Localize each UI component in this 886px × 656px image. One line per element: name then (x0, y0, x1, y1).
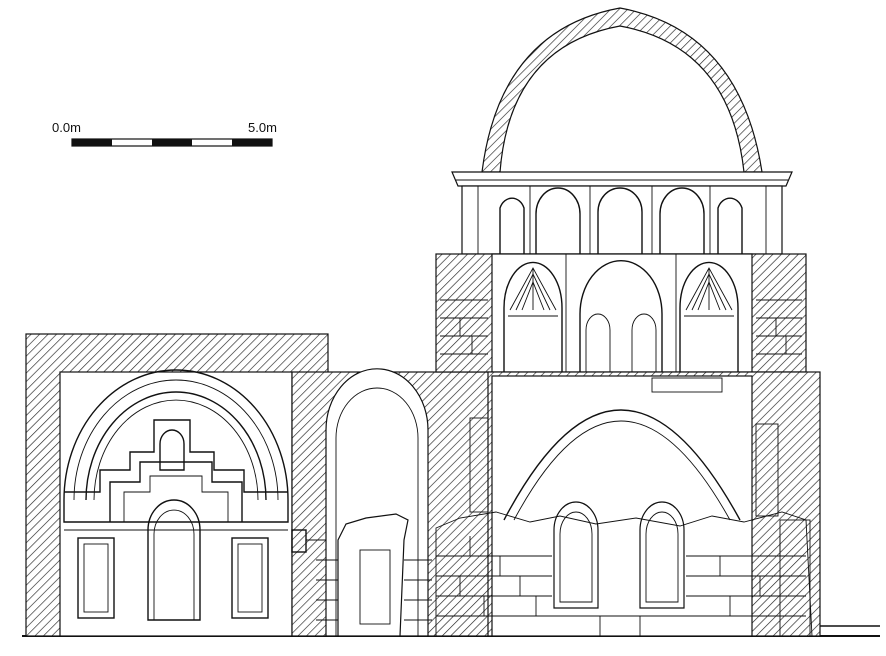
scale-segment (152, 139, 192, 146)
dome-shell (481, 7, 763, 173)
scale-start-label: 0.0m (52, 120, 81, 135)
scale-bar: 0.0m 5.0m (52, 120, 277, 147)
scale-segment (232, 139, 272, 146)
left-block-recess (59, 371, 293, 637)
scale-end-label: 5.0m (248, 120, 277, 135)
chamber-window-right (639, 501, 685, 609)
main-pointed-arch (503, 409, 741, 521)
left-portal-block (25, 333, 329, 637)
scale-segment (72, 139, 112, 146)
dome-drum (461, 185, 783, 255)
ruined-pier (337, 513, 409, 637)
domed-chamber (435, 7, 821, 637)
main-chamber (491, 375, 753, 637)
chamber-window-left (553, 501, 599, 609)
middle-bay (291, 368, 493, 637)
